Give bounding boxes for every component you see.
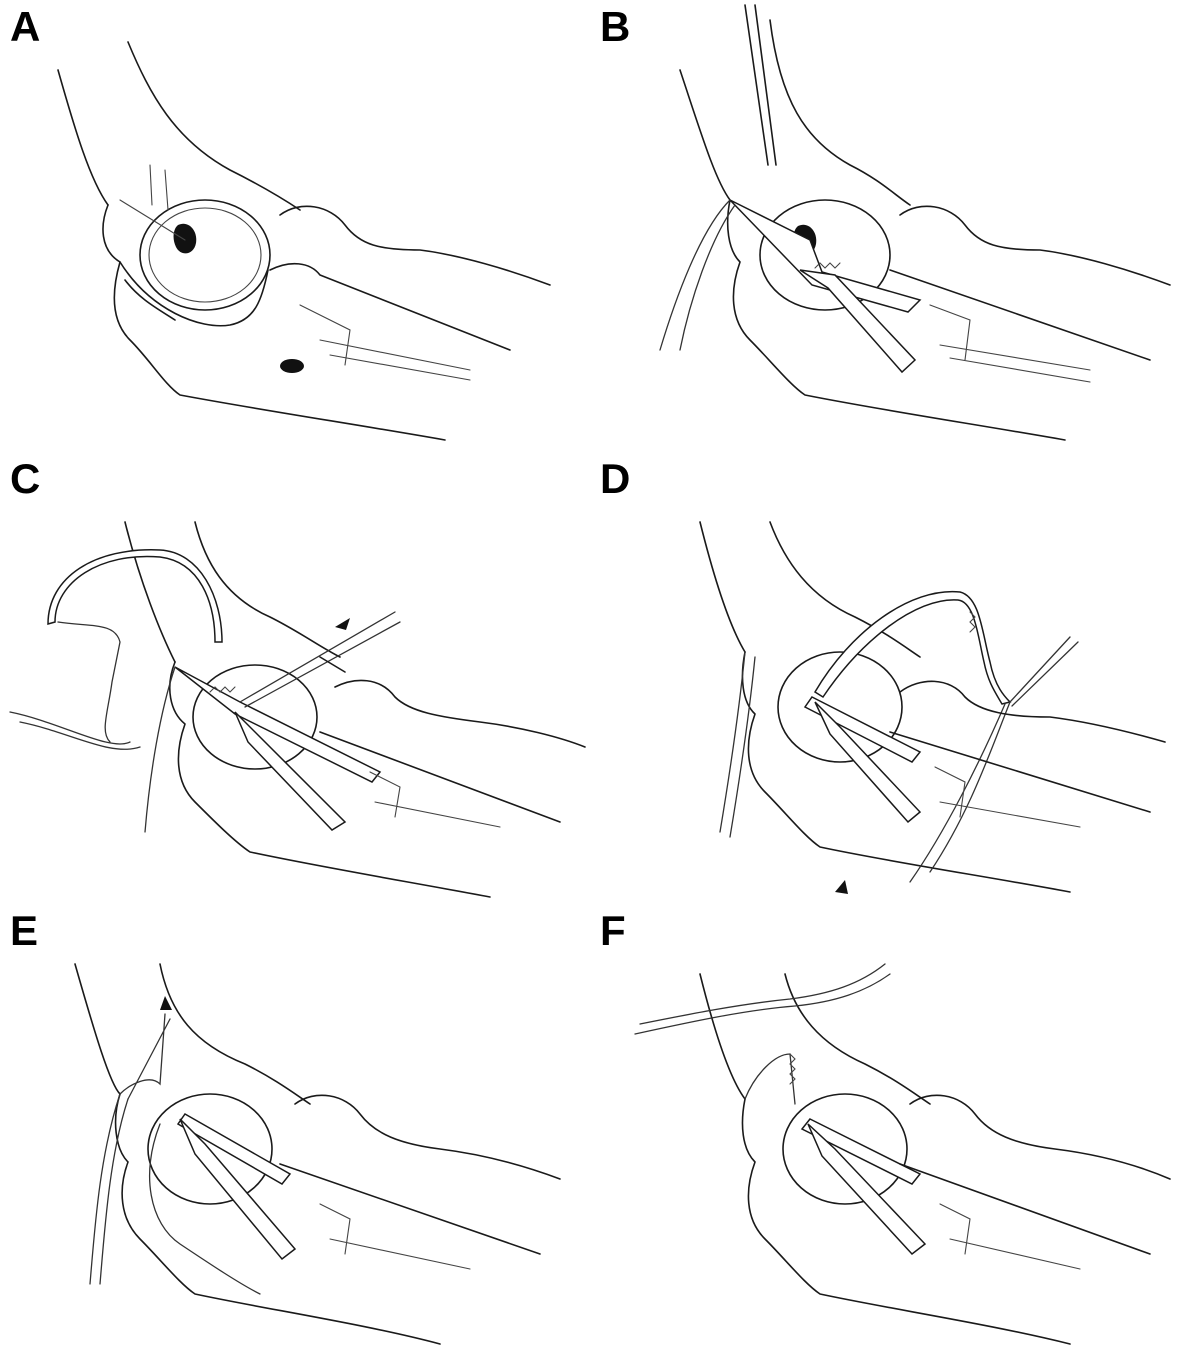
panel-label: B (600, 3, 631, 50)
panel-label: D (600, 455, 631, 502)
elbow-illustration-f (634, 963, 1171, 1345)
panel-f: F (590, 904, 1180, 1356)
panel-a: A (0, 0, 590, 452)
elbow-illustration-b (659, 4, 1171, 441)
elbow-illustration-c (9, 521, 586, 898)
panel-label: F (600, 907, 626, 954)
panel-d: D (590, 452, 1180, 904)
elbow-illustration-e (74, 963, 561, 1345)
elbow-illustration-d (699, 521, 1166, 894)
elbow-illustration-a (57, 41, 551, 441)
panel-label: E (10, 907, 39, 954)
panel-b: B (590, 0, 1180, 452)
panel-label: C (10, 455, 41, 502)
panel-label: A (10, 3, 41, 50)
panel-e: E (0, 904, 590, 1356)
panel-c: C (0, 452, 590, 904)
